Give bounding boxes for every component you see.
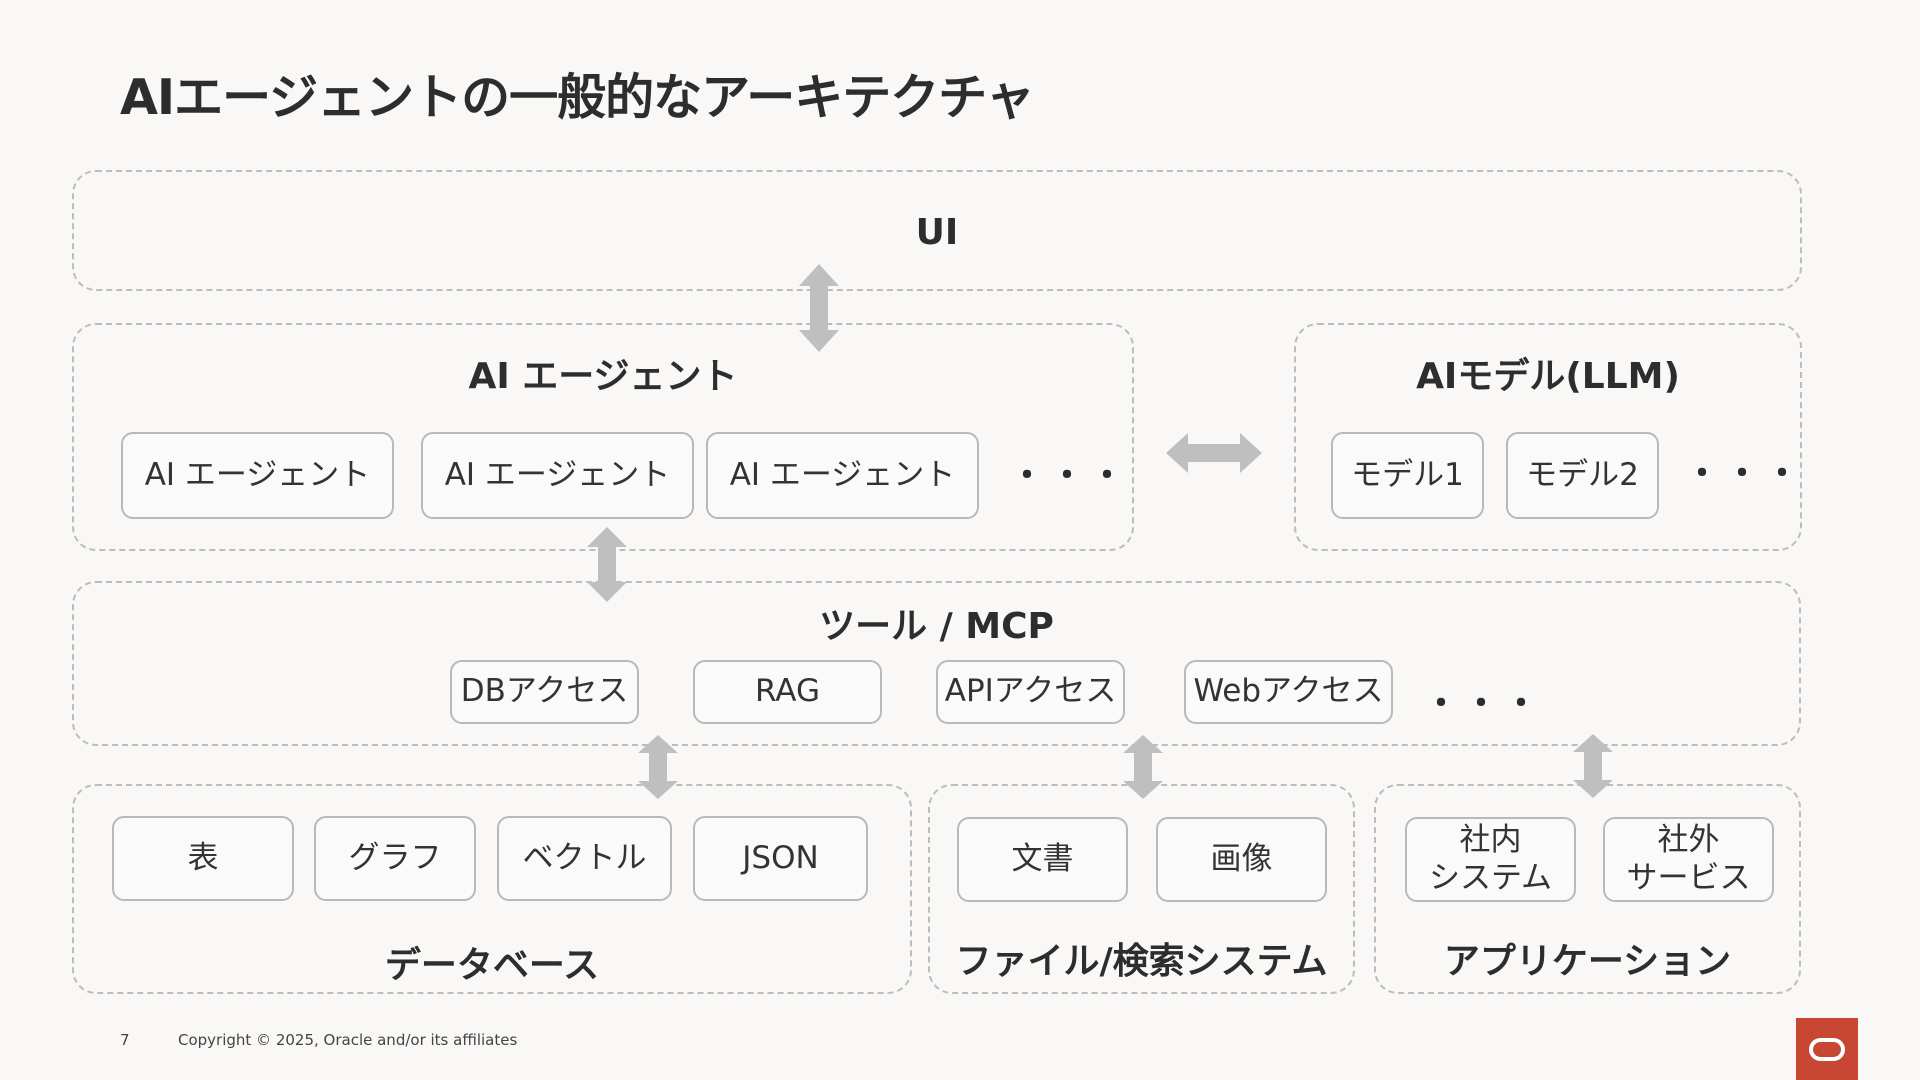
model-group-label: AIモデル(LLM) (1416, 356, 1680, 397)
agent-ellipsis: ・・・ (1010, 456, 1130, 496)
tool-box-api-access: APIアクセス (936, 660, 1125, 724)
db-box-json: JSON (693, 816, 868, 901)
tools-group-label: ツール / MCP (819, 606, 1054, 647)
model-box-1: モデル1 (1331, 432, 1484, 519)
tools-file-arrow (1123, 735, 1163, 799)
ui-group: UI (72, 170, 1802, 291)
app-box-external-service: 社外 サービス (1603, 817, 1774, 902)
agent-box-1: AI エージェント (121, 432, 394, 519)
db-box-table: 表 (112, 816, 294, 901)
ui-group-label: UI (915, 212, 959, 253)
agent-tools-arrow (587, 527, 627, 602)
tools-database-arrow (638, 735, 678, 799)
copyright-text: Copyright © 2025, Oracle and/or its affi… (178, 1031, 518, 1049)
file-box-image: 画像 (1156, 817, 1327, 902)
tools-group: ツール / MCP (72, 581, 1801, 746)
tool-box-db-access: DBアクセス (450, 660, 639, 724)
agent-box-2: AI エージェント (421, 432, 694, 519)
database-group-label: データベース (384, 945, 600, 986)
tools-ellipsis: ・・・ (1424, 684, 1544, 724)
tools-application-arrow (1573, 734, 1613, 798)
oracle-logo-icon (1809, 1037, 1845, 1061)
agent-group-label: AI エージェント (468, 356, 738, 397)
agent-box-3: AI エージェント (706, 432, 979, 519)
db-box-graph: グラフ (314, 816, 476, 901)
agent-model-arrow (1166, 433, 1262, 473)
model-group: AIモデル(LLM) (1294, 323, 1802, 551)
model-ellipsis: ・・・ (1685, 454, 1805, 494)
ui-agent-arrow (799, 264, 839, 352)
database-group: データベース (72, 784, 912, 994)
file-search-group-label: ファイル/検索システム (955, 941, 1328, 982)
page-title: AIエージェントの一般的なアーキテクチャ (120, 69, 1035, 126)
app-box-internal-system: 社内 システム (1405, 817, 1576, 902)
model-box-2: モデル2 (1506, 432, 1659, 519)
oracle-logo (1796, 1018, 1858, 1080)
page-number: 7 (120, 1031, 130, 1049)
db-box-vector: ベクトル (497, 816, 672, 901)
tool-box-rag: RAG (693, 660, 882, 724)
tool-box-web-access: Webアクセス (1184, 660, 1393, 724)
application-group-label: アプリケーション (1443, 941, 1732, 982)
file-box-document: 文書 (957, 817, 1128, 902)
